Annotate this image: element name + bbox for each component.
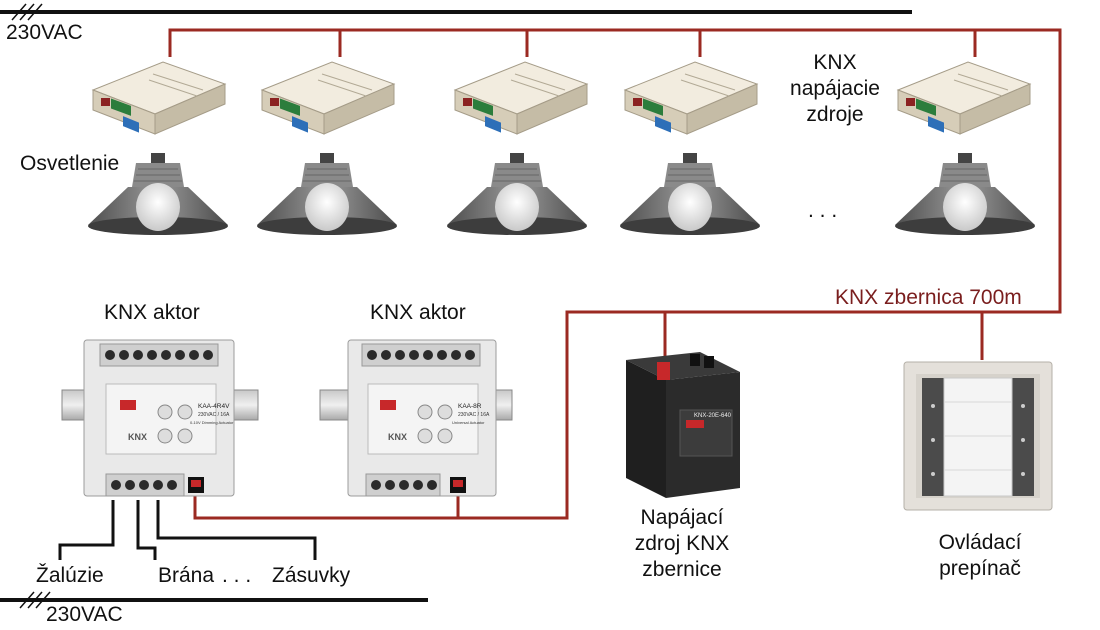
psu-group-line-2: napájacie — [790, 77, 880, 100]
lamp-5 — [894, 152, 1036, 236]
knx-actor-1 — [83, 339, 235, 497]
actor-1-rating: 230VAC / 16A — [198, 412, 230, 418]
switch-label: Ovládací prepínač — [920, 530, 1040, 582]
led-driver-4 — [624, 61, 758, 135]
bus-psu-label: Napájací zdroj KNX zbernice — [612, 505, 752, 583]
switch-line-1: Ovládací — [938, 531, 1022, 554]
knx-bus-power-supply — [626, 352, 740, 498]
mains-line-bottom — [0, 591, 428, 609]
lamps-ellipsis: . . . — [808, 199, 838, 222]
psu-group-line-1: KNX — [813, 51, 857, 74]
actor-1-label: KNX aktor — [104, 301, 200, 324]
actor-2-model: KAA-8R — [458, 403, 482, 410]
output-blinds-label: Žalúzie — [36, 564, 104, 587]
led-driver-1 — [92, 61, 226, 135]
mains-line-top — [0, 3, 912, 21]
actor-2-rating: 230VAC / 16A — [458, 412, 490, 418]
bus-psu-line-1: Napájací — [640, 506, 724, 529]
actor-2-description: Universal Actuator — [452, 420, 485, 425]
lighting-label: Osvetlenie — [20, 152, 120, 175]
actor-2-label: KNX aktor — [370, 301, 466, 324]
knx-push-button-switch — [903, 361, 1053, 511]
led-driver-2 — [261, 61, 395, 135]
bus-label: KNX zbernica 700m — [835, 286, 1022, 309]
psu-group-line-3: zdroje — [806, 103, 864, 126]
actor-1-model: KAA-4R4V — [198, 403, 230, 410]
actor-output-wiring — [58, 500, 317, 560]
led-driver-3 — [454, 61, 588, 135]
mains-label-top: 230VAC — [6, 21, 83, 44]
actor-1-knx-logo: KNX — [128, 432, 147, 442]
lamp-4 — [619, 152, 761, 236]
output-sockets-label: Zásuvky — [272, 564, 351, 587]
lamp-3 — [446, 152, 588, 236]
bus-psu-model: KNX-20E-640 — [694, 413, 732, 419]
knx-actor-2 — [347, 339, 497, 497]
bus-psu-line-2: zdroj KNX — [634, 532, 730, 555]
mains-label-bottom: 230VAC — [46, 603, 123, 626]
actor-1-description: 0-10V Dimming Actuator — [190, 420, 234, 425]
output-gate-label: Brána — [158, 564, 215, 587]
bus-psu-line-3: zbernice — [642, 558, 722, 581]
led-driver-5 — [897, 61, 1031, 135]
lamp-2 — [256, 152, 398, 236]
knx-bus-wiring — [168, 28, 1062, 520]
actor-2-knx-logo: KNX — [388, 432, 407, 442]
psu-group-label: KNX napájacie zdroje — [770, 50, 900, 128]
switch-line-2: prepínač — [939, 557, 1021, 580]
output-ellipsis: . . . — [222, 564, 252, 587]
